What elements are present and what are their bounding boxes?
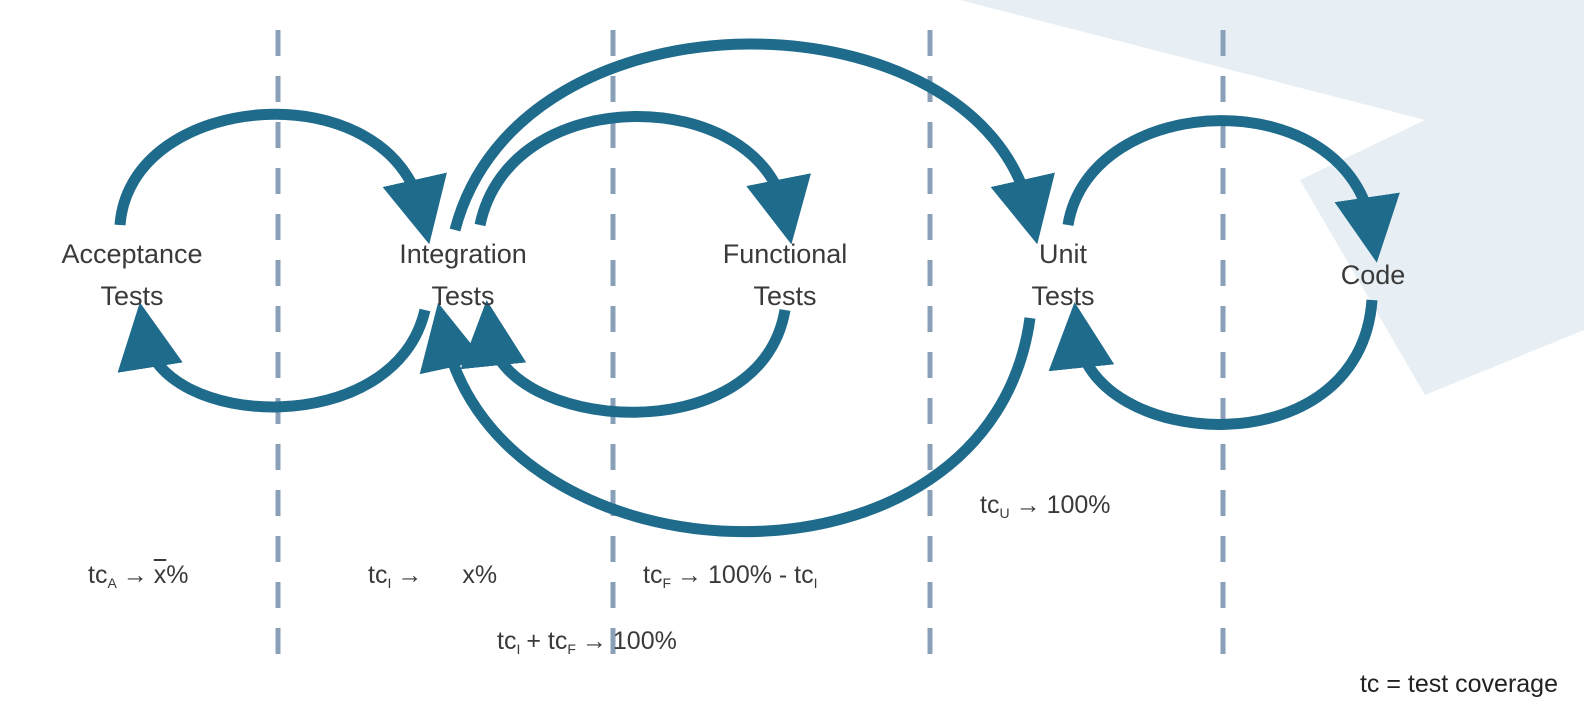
formula-text: + tc [526, 627, 568, 655]
formula-text: tc [980, 491, 1000, 519]
background-shape [960, 0, 1584, 395]
formula-text: tc [643, 561, 663, 589]
column-dividers [275, 30, 1226, 660]
node-label-line: Tests [753, 281, 817, 311]
arc-code-to-unit [1048, 299, 1378, 430]
node-label-line: Tests [1031, 281, 1095, 311]
legend-text: tc = test coverage [1359, 670, 1558, 698]
node-functional-tests: Functional Tests [723, 233, 848, 317]
formula-value: x [153, 561, 167, 589]
arc-integration-to-unit [449, 38, 1055, 245]
arrow-right-icon: → [677, 561, 703, 589]
node-code: Code [1341, 254, 1406, 296]
arc-integration-to-acceptance [117, 302, 431, 413]
formula-subscript: A [107, 575, 117, 591]
formula-subscript: I [387, 575, 392, 591]
node-label-line: Code [1340, 260, 1406, 290]
formula-sum: tcI + tcF →100% [497, 626, 677, 664]
arc-integration-to-functional [474, 111, 811, 245]
arrow-right-icon: → [397, 561, 423, 589]
arrow-right-icon: → [122, 561, 148, 589]
formula-acceptance: tcA →x% [88, 560, 189, 598]
node-unit-tests: Unit Tests [1031, 233, 1094, 317]
arc-unit-to-code [1062, 115, 1400, 263]
node-integration-tests: Integration Tests [399, 233, 527, 317]
formula-value: 100% [1046, 491, 1111, 519]
node-label-line: Acceptance [61, 239, 203, 269]
formula-value: 100% [612, 627, 677, 655]
formula-unit: tcU →100% [980, 490, 1111, 528]
node-label-line: Unit [1038, 239, 1087, 269]
formula-integration: tcI → x% [368, 560, 497, 598]
node-label-line: Integration [399, 239, 527, 269]
arrow-right-icon: → [581, 627, 607, 655]
formula-value: x% [462, 561, 498, 589]
node-label-line: Tests [100, 281, 164, 311]
formula-subscript: F [567, 641, 576, 657]
formula-functional: tcF →100% - tcI [643, 560, 818, 598]
node-acceptance-tests: Acceptance Tests [61, 233, 202, 317]
formula-subscript: I [516, 641, 521, 657]
formula-value: 100% - tc [708, 561, 814, 589]
formula-subscript: I [813, 575, 818, 591]
node-label-line: Functional [722, 239, 848, 269]
arc-acceptance-to-integration [114, 108, 447, 245]
arc-functional-to-integration [460, 300, 791, 418]
formula-text: tc [497, 627, 517, 655]
formula-text: tc [88, 561, 108, 589]
node-label-line: Tests [431, 281, 495, 311]
formula-subscript: U [999, 505, 1010, 521]
arc-unit-to-integration [419, 302, 1036, 537]
formula-suffix: % [166, 561, 189, 589]
formula-text: tc [368, 561, 388, 589]
flow-arrows [114, 38, 1400, 537]
arrow-right-icon: → [1015, 491, 1041, 519]
formula-subscript: F [662, 575, 672, 591]
